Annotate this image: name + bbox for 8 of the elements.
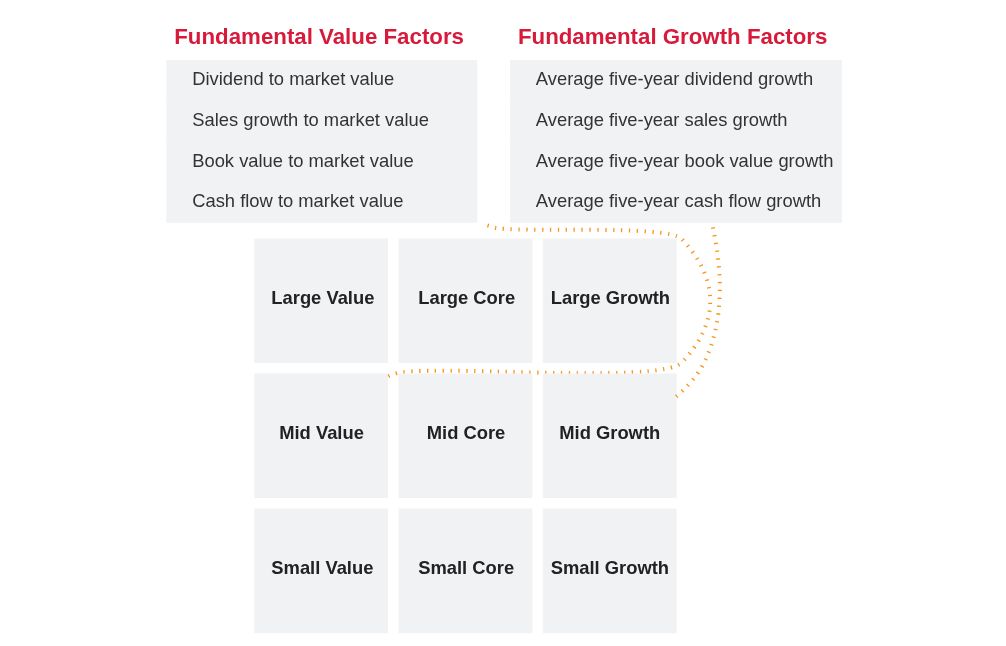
node-box: Mid Growth [542, 373, 677, 499]
node-label: Fundamental Growth Factors [517, 23, 827, 49]
node-label: Fundamental Value Factors [173, 23, 464, 49]
node-box: Mid Core [398, 373, 532, 499]
connector [674, 226, 722, 398]
node-box: Mid Value [253, 373, 388, 499]
node-box: Large Growth [542, 238, 677, 363]
connector [386, 223, 712, 379]
